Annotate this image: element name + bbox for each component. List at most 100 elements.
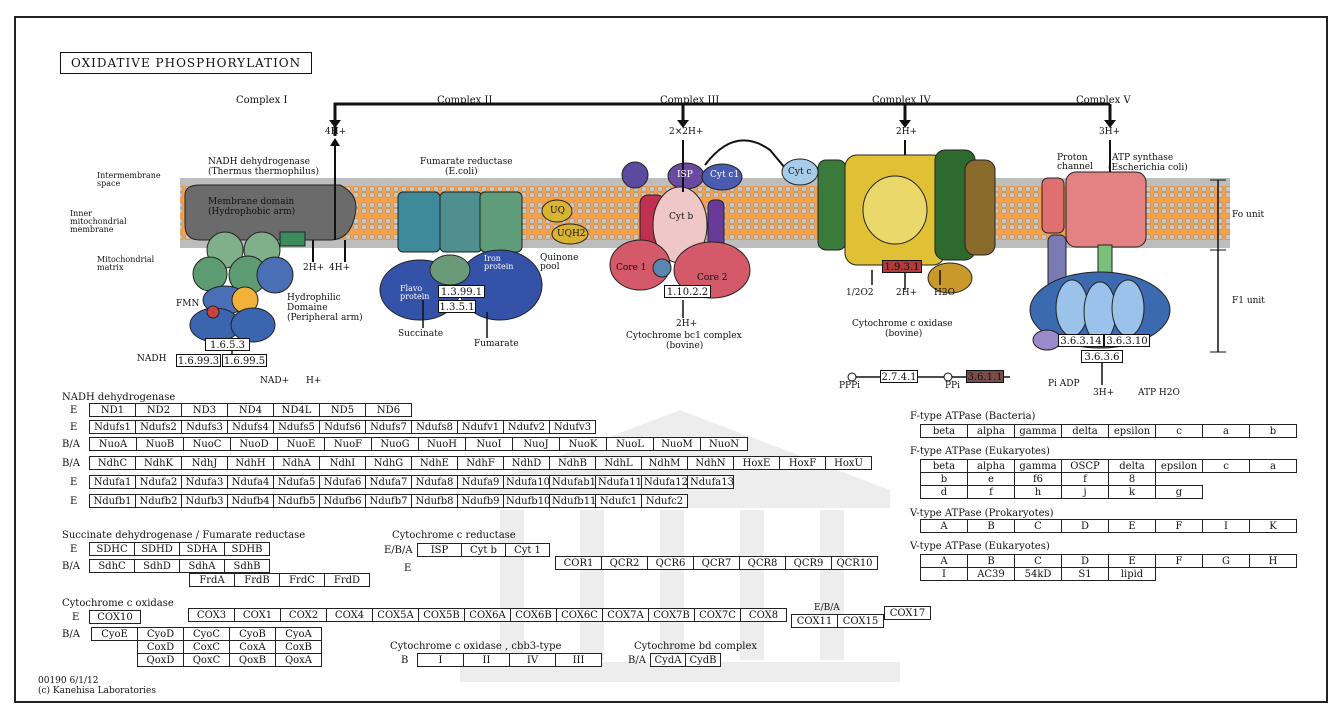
ec-1-6-99-5[interactable]: 1.6.99.5 xyxy=(222,354,267,367)
gene-cell[interactable]: OSCP xyxy=(1061,459,1109,473)
gene-cell[interactable]: HoxU xyxy=(825,456,872,470)
gene-cell[interactable]: beta xyxy=(920,459,968,473)
gene-cell[interactable]: Ndufb3 xyxy=(181,494,228,508)
gene-cell[interactable]: COX15 xyxy=(837,614,884,628)
gene-cell[interactable]: g xyxy=(1155,485,1203,499)
gene-cell[interactable]: COX2 xyxy=(280,608,327,622)
gene-cell[interactable]: Ndufa7 xyxy=(365,475,412,489)
gene-cell[interactable]: delta xyxy=(1108,459,1156,473)
ec-1-6-5-3[interactable]: 1.6.5.3 xyxy=(205,338,250,351)
gene-cell[interactable]: SDHD xyxy=(134,542,180,556)
gene-cell[interactable]: CydA xyxy=(650,653,686,667)
gene-cell[interactable]: NuoM xyxy=(653,437,701,451)
gene-cell[interactable]: AC39 xyxy=(967,567,1015,581)
gene-cell[interactable]: NuoD xyxy=(230,437,278,451)
gene-cell[interactable]: Ndufa12 xyxy=(641,475,688,489)
gene-cell[interactable]: Ndufb6 xyxy=(319,494,366,508)
gene-cell[interactable]: NuoF xyxy=(324,437,372,451)
gene-cell[interactable]: E xyxy=(1108,519,1156,533)
gene-cell[interactable]: COX6A xyxy=(464,608,511,622)
gene-cell[interactable]: COX11 xyxy=(791,614,838,628)
gene-cell[interactable]: B xyxy=(967,519,1015,533)
gene-cell[interactable]: ND4L xyxy=(273,403,320,417)
gene-cell[interactable]: Ndufa3 xyxy=(181,475,228,489)
gene-cell[interactable]: ND4 xyxy=(227,403,274,417)
gene-cell[interactable]: NuoA xyxy=(89,437,137,451)
gene-cell[interactable]: Cyt 1 xyxy=(505,543,550,557)
gene-cell[interactable]: j xyxy=(1061,485,1109,499)
gene-cell[interactable]: CyoD xyxy=(137,627,184,641)
gene-cell[interactable]: QCR8 xyxy=(739,556,786,570)
gene-cell[interactable]: NdhH xyxy=(227,456,274,470)
gene-cell[interactable]: gamma xyxy=(1014,459,1062,473)
gene-cell[interactable]: Ndufc1 xyxy=(595,494,642,508)
gene-cell[interactable]: NuoC xyxy=(183,437,231,451)
gene-cell[interactable]: gamma xyxy=(1014,424,1062,438)
gene-cell[interactable]: SdhA xyxy=(179,559,225,573)
gene-cell[interactable]: Ndufa13 xyxy=(687,475,734,489)
gene-cell[interactable]: NuoI xyxy=(465,437,513,451)
gene-cell[interactable]: NuoB xyxy=(136,437,184,451)
gene-cell[interactable]: h xyxy=(1014,485,1062,499)
gene-cell[interactable]: COX8 xyxy=(740,608,787,622)
gene-cell[interactable]: SDHC xyxy=(89,542,135,556)
gene-cell[interactable]: NdhB xyxy=(549,456,596,470)
gene-cell[interactable]: CyoA xyxy=(275,627,322,641)
gene-cell[interactable]: CoxD xyxy=(137,640,184,654)
gene-cell[interactable]: CoxA xyxy=(229,640,276,654)
gene-cell[interactable]: Ndufs5 xyxy=(273,420,320,434)
gene-cell[interactable]: COX17 xyxy=(884,606,931,620)
gene-cell[interactable]: Ndufb2 xyxy=(135,494,182,508)
gene-cell[interactable]: Ndufb7 xyxy=(365,494,412,508)
gene-cell[interactable]: CyoC xyxy=(183,627,230,641)
gene-cell[interactable]: F xyxy=(1155,519,1203,533)
gene-cell[interactable]: A xyxy=(920,554,968,568)
gene-cell[interactable]: E xyxy=(1108,554,1156,568)
gene-cell[interactable]: NuoH xyxy=(418,437,466,451)
gene-cell[interactable]: H xyxy=(1249,554,1297,568)
gene-cell[interactable]: Ndufs3 xyxy=(181,420,228,434)
gene-cell[interactable]: Ndufa6 xyxy=(319,475,366,489)
gene-cell[interactable]: QoxA xyxy=(275,653,322,667)
gene-cell[interactable]: epsilon xyxy=(1155,459,1203,473)
gene-cell[interactable]: c xyxy=(1202,459,1250,473)
gene-cell[interactable]: beta xyxy=(920,424,968,438)
gene-cell[interactable]: b xyxy=(920,472,968,486)
gene-cell[interactable]: Ndufs4 xyxy=(227,420,274,434)
gene-cell[interactable]: f6 xyxy=(1014,472,1062,486)
gene-cell[interactable]: Ndufb8 xyxy=(411,494,458,508)
gene-cell[interactable]: FrdD xyxy=(324,573,370,587)
gene-cell[interactable]: SdhC xyxy=(89,559,135,573)
gene-cell[interactable]: COX6C xyxy=(556,608,603,622)
gene-cell[interactable]: Ndufa9 xyxy=(457,475,504,489)
gene-cell[interactable]: FrdA xyxy=(189,573,235,587)
gene-cell[interactable]: SDHA xyxy=(179,542,225,556)
gene-cell[interactable]: Cyt b xyxy=(461,543,506,557)
gene-cell[interactable]: 54kD xyxy=(1014,567,1062,581)
gene-cell[interactable]: COX7A xyxy=(602,608,649,622)
ec-1-6-99-3[interactable]: 1.6.99.3 xyxy=(176,354,221,367)
gene-cell[interactable]: NdhG xyxy=(365,456,412,470)
gene-cell[interactable]: b xyxy=(1249,424,1297,438)
ec-1-9-3-1[interactable]: 1.9.3.1 xyxy=(882,260,922,273)
gene-cell[interactable]: COX4 xyxy=(326,608,373,622)
gene-cell[interactable]: COX3 xyxy=(188,608,235,622)
gene-cell[interactable]: NdhL xyxy=(595,456,642,470)
gene-cell[interactable]: S1 xyxy=(1061,567,1109,581)
gene-cell[interactable]: k xyxy=(1108,485,1156,499)
gene-cell[interactable]: ND6 xyxy=(365,403,412,417)
gene-cell[interactable]: ND1 xyxy=(89,403,136,417)
gene-cell[interactable]: ND5 xyxy=(319,403,366,417)
gene-cell[interactable]: COX1 xyxy=(234,608,281,622)
gene-cell[interactable]: QCR10 xyxy=(831,556,878,570)
gene-cell[interactable]: G xyxy=(1202,554,1250,568)
gene-cell[interactable]: Ndufb4 xyxy=(227,494,274,508)
gene-cell[interactable]: NdhN xyxy=(687,456,734,470)
gene-cell[interactable]: NuoN xyxy=(700,437,748,451)
gene-cell[interactable]: 8 xyxy=(1108,472,1156,486)
gene-cell[interactable]: COR1 xyxy=(555,556,602,570)
gene-cell[interactable]: Ndufa5 xyxy=(273,475,320,489)
gene-cell[interactable]: HoxF xyxy=(779,456,826,470)
gene-cell[interactable]: D xyxy=(1061,554,1109,568)
ec-3-6-3-10[interactable]: 3.6.3.10 xyxy=(1104,334,1150,347)
